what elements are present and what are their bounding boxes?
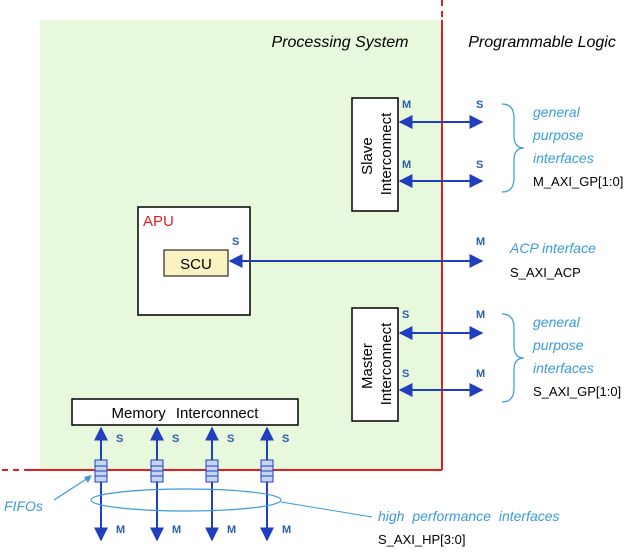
scu-label: SCU xyxy=(180,256,212,273)
gp-top-brace xyxy=(501,103,525,193)
fifos-pointer xyxy=(53,477,89,501)
gp-bottom-line2: purpose xyxy=(532,337,584,353)
master-interconnect-line1: Master xyxy=(359,343,376,389)
port-label-s: S xyxy=(282,433,289,445)
scu-block xyxy=(163,249,229,277)
port-label-s: S xyxy=(476,99,483,111)
fifos-pointer-head xyxy=(84,475,92,483)
master-interconnect-label: Master Interconnect xyxy=(359,322,395,405)
processing-system-label: Processing System xyxy=(272,34,409,51)
port-label-s: S xyxy=(172,433,179,445)
gp-top-line2: purpose xyxy=(532,127,584,143)
port-label-m: M xyxy=(227,524,236,536)
hp-port-2 xyxy=(205,426,219,542)
slave-interconnect-block xyxy=(351,97,399,212)
gp-top-line1: general xyxy=(533,104,581,120)
hp-group-ellipse xyxy=(90,488,282,512)
memory-interconnect-block xyxy=(71,398,299,426)
port-label-m: M xyxy=(116,524,125,536)
port-label-m: M xyxy=(282,524,291,536)
master-interconnect-line2: Interconnect xyxy=(378,322,395,405)
port-label-s: S xyxy=(116,433,123,445)
port-label-s: S xyxy=(402,368,409,380)
port-label-s: S xyxy=(227,433,234,445)
gp-bottom-annotation: general purpose interfaces xyxy=(532,314,594,376)
port-label-m: M xyxy=(402,99,411,111)
master-interconnect-block xyxy=(351,307,399,422)
gp-bottom-line3: interfaces xyxy=(533,360,594,376)
port-label-s: S xyxy=(232,236,239,248)
port-label-m: M xyxy=(476,309,485,321)
slave-interconnect-line2: Interconnect xyxy=(378,112,395,195)
apu-label: APU xyxy=(143,213,174,230)
gp-bottom-line1: general xyxy=(533,314,581,330)
hp-signal: S_AXI_HP[3:0] xyxy=(378,532,465,547)
hp-group-connector xyxy=(280,501,373,518)
hp-annotation: high performance interfaces xyxy=(378,508,560,524)
acp-annotation: ACP interface xyxy=(509,240,596,256)
gp-bottom-signal: S_AXI_GP[1:0] xyxy=(533,384,621,399)
gp-top-annotation: general purpose interfaces xyxy=(532,104,594,166)
gp-bottom-brace xyxy=(501,313,525,403)
port-label-s: S xyxy=(402,309,409,321)
hp-port-3 xyxy=(260,426,274,542)
hp-port-1 xyxy=(150,426,164,542)
port-label-m: M xyxy=(402,159,411,171)
slave-interconnect-label: Slave Interconnect xyxy=(359,112,395,195)
port-label-m: M xyxy=(172,524,181,536)
port-label-s: S xyxy=(476,159,483,171)
fifos-label: FIFOs xyxy=(4,498,43,514)
slave-interconnect-line1: Slave xyxy=(359,137,376,175)
gp-top-signal: M_AXI_GP[1:0] xyxy=(533,174,623,189)
memory-interconnect-label: Memory Interconnect xyxy=(112,405,260,422)
programmable-logic-label: Programmable Logic xyxy=(468,34,616,51)
gp-top-line3: interfaces xyxy=(533,150,594,166)
hp-port-0 xyxy=(94,426,108,542)
acp-signal: S_AXI_ACP xyxy=(510,265,581,280)
port-label-m: M xyxy=(476,368,485,380)
port-label-m: M xyxy=(476,236,485,248)
